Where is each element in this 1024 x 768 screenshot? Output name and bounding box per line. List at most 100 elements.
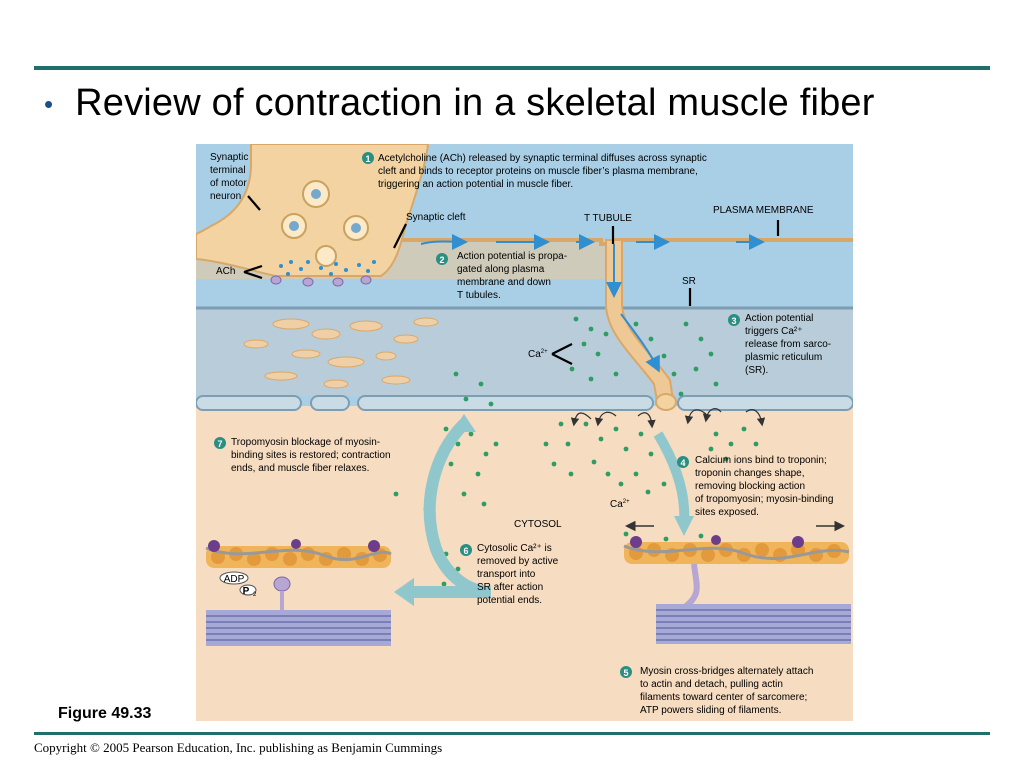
calcium-ion-dot xyxy=(661,481,667,487)
calcium-ion-dot xyxy=(598,436,604,442)
calcium-ion-dot xyxy=(478,381,484,387)
step-1-line-1: Acetylcholine (ACh) released by synaptic… xyxy=(378,153,707,164)
contracted-myosin-head xyxy=(684,563,700,609)
synaptic-vesicles xyxy=(281,180,369,267)
step-3-line-5: (SR). xyxy=(745,365,768,376)
copyright-notice: Copyright © 2005 Pearson Education, Inc.… xyxy=(34,740,443,755)
calcium-ions xyxy=(393,316,759,587)
figure-label: Figure 49.33 xyxy=(58,705,152,722)
step-4-line-5: sites exposed. xyxy=(695,507,759,518)
step-4-line-4: of tropomyosin; myosin-binding xyxy=(695,494,833,505)
calcium-ion-dot xyxy=(551,461,557,467)
step-2-line-3: membrane and down xyxy=(457,277,551,288)
ca-label-sr: Ca2+ xyxy=(528,349,548,360)
step-7-line-3: ends, and muscle fiber relaxes. xyxy=(231,463,369,474)
calcium-ion-dot xyxy=(463,396,469,402)
calcium-ion-dot xyxy=(581,341,587,347)
calcium-ion-dot xyxy=(461,491,467,497)
sr-bottom-segments xyxy=(196,395,853,411)
calcium-ion-dot xyxy=(698,336,704,342)
ca-release-arrows xyxy=(570,408,766,429)
pi-label: P xyxy=(243,586,250,597)
step-3-badge: 3 xyxy=(731,316,736,326)
relaxation-cycle-arrow xyxy=(406,419,492,598)
relaxed-actin-filament xyxy=(205,539,392,568)
calcium-ion-dot xyxy=(723,456,729,462)
bullet-marker: • xyxy=(44,88,54,119)
calcium-ion-dot xyxy=(455,441,461,447)
calcium-ion-dot xyxy=(693,366,699,372)
calcium-bind-arrow xyxy=(653,431,690,523)
synaptic-terminal-line-3: of motor xyxy=(210,178,247,189)
calcium-ion-dot xyxy=(568,471,574,477)
step-4-line-2: troponin changes shape, xyxy=(695,468,805,479)
calcium-ion-dot xyxy=(728,441,734,447)
calcium-ion-dot xyxy=(605,471,611,477)
calcium-ion-dot xyxy=(558,421,564,427)
calcium-ion-dot xyxy=(648,336,654,342)
t-tubule-label: T TUBULE xyxy=(584,213,632,224)
step-5-line-3: filaments toward center of sarcomere; xyxy=(640,692,807,703)
calcium-ion-dot xyxy=(633,471,639,477)
step-3-line-3: release from sarco- xyxy=(745,339,831,350)
step-7-line-2: binding sites is restored; contraction xyxy=(231,450,391,461)
calcium-ion-dot xyxy=(441,581,447,587)
cycle-arrow-top-head xyxy=(452,414,476,432)
step-3-line-2: triggers Ca²⁺ xyxy=(745,326,803,337)
synaptic-cleft-label: Synaptic cleft xyxy=(406,212,466,223)
step-6-annotation: 6 Cytosolic Ca²⁺ is removed by active tr… xyxy=(460,543,559,606)
contracted-actin-filament xyxy=(623,535,850,564)
calcium-ion-dot xyxy=(671,371,677,377)
calcium-ion-dot xyxy=(633,321,639,327)
pi-subscript: 2 xyxy=(253,592,257,598)
calcium-ion-dot xyxy=(448,461,454,467)
step-3-annotation: 3 Action potential triggers Ca²⁺ release… xyxy=(728,313,831,376)
step-2-line-1: Action potential is propa- xyxy=(457,251,567,262)
calcium-ion-dot xyxy=(623,531,629,537)
calcium-ion-dot xyxy=(645,489,651,495)
slide-title: Review of contraction in a skeletal musc… xyxy=(75,82,875,124)
calcium-ion-dot xyxy=(683,321,689,327)
calcium-ion-dot xyxy=(393,491,399,497)
adp-pi-group: ADP P 2 xyxy=(219,571,257,598)
calcium-ion-dot xyxy=(713,431,719,437)
step-6-line-3: transport into xyxy=(477,569,536,580)
calcium-ion-dot xyxy=(583,421,589,427)
step-5-line-1: Myosin cross-bridges alternately attach xyxy=(640,666,813,677)
calcium-ion-dot xyxy=(618,481,624,487)
calcium-ion-dot xyxy=(613,371,619,377)
step-1-badge: 1 xyxy=(365,154,370,164)
calcium-ion-dot xyxy=(698,533,704,539)
step-6-line-2: removed by active xyxy=(477,556,559,567)
step-6-line-1: Cytosolic Ca²⁺ is xyxy=(477,543,552,554)
step-5-annotation: 5 Myosin cross-bridges alternately attac… xyxy=(620,666,813,716)
leader-lines xyxy=(243,195,780,365)
step-6-line-5: potential ends. xyxy=(477,595,542,606)
synaptic-terminal-line-1: Synaptic xyxy=(210,152,248,163)
sr-lumen-shapes xyxy=(243,317,439,389)
calcium-ion-dot xyxy=(623,446,629,452)
calcium-ion-dot xyxy=(443,426,449,432)
calcium-ion-dot xyxy=(753,441,759,447)
calcium-ion-dot xyxy=(543,441,549,447)
top-divider-rule xyxy=(34,66,990,70)
relaxation-arrow-head xyxy=(394,578,414,606)
step-7-line-1: Tropomyosin blockage of myosin- xyxy=(231,437,380,448)
plasma-membrane-label: PLASMA MEMBRANE xyxy=(713,205,814,216)
step-5-line-2: to actin and detach, pulling actin xyxy=(640,679,783,690)
step-5-line-4: ATP powers sliding of filaments. xyxy=(640,705,781,716)
step-1-annotation: 1 Acetylcholine (ACh) released by synapt… xyxy=(362,152,707,190)
sr-label: SR xyxy=(682,276,696,287)
calcium-ion-dot xyxy=(483,451,489,457)
step-4-annotation: 4 Calcium ions bind to troponin; troponi… xyxy=(677,455,833,518)
calcium-ion-dot xyxy=(565,441,571,447)
bottom-divider-rule xyxy=(34,732,990,735)
calcium-ion-dot xyxy=(481,501,487,507)
synaptic-terminal-line-2: terminal xyxy=(210,165,246,176)
step-6-line-4: SR after action xyxy=(477,582,543,593)
calcium-ion-dot xyxy=(678,391,684,397)
calcium-ion-dot xyxy=(455,566,461,572)
title-row: • Review of contraction in a skeletal mu… xyxy=(44,82,875,125)
ca-label-cytosol: Ca2+ xyxy=(610,499,630,510)
step-2-annotation: 2 Action potential is propa- gated along… xyxy=(436,251,567,301)
